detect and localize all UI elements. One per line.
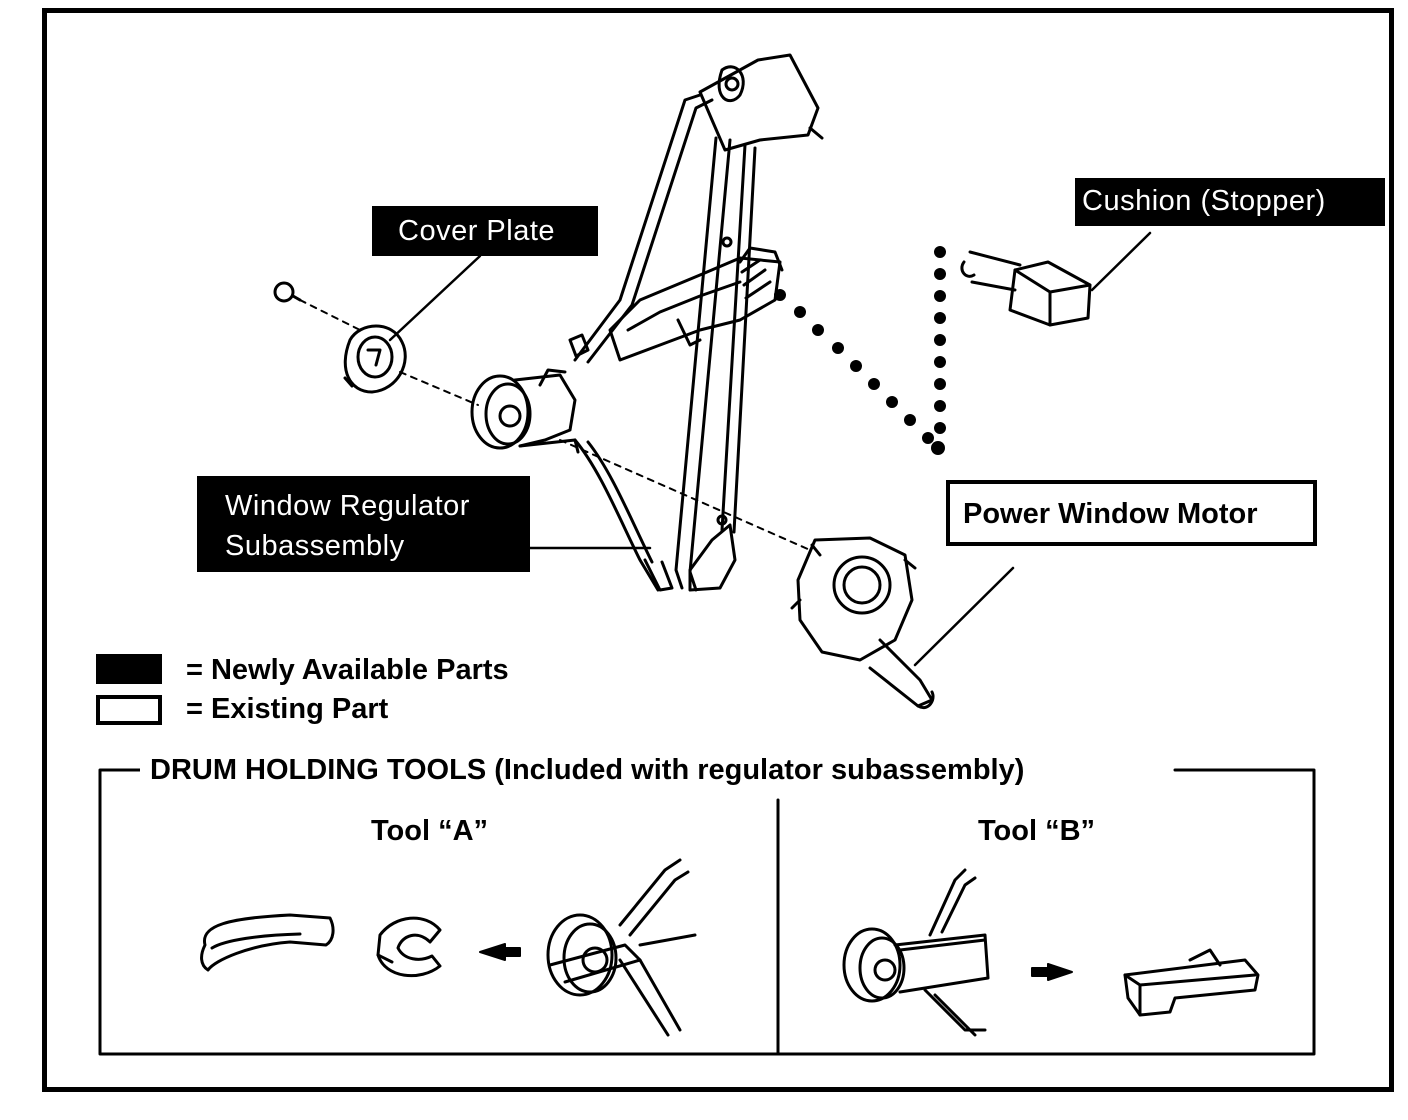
window-regulator-label-line2: Subassembly xyxy=(225,530,405,562)
tool-b-drawing xyxy=(842,868,1260,1037)
tool-a-title: Tool “A” xyxy=(371,815,489,847)
legend-new-parts: = Newly Available Parts xyxy=(186,654,509,686)
cushion-label-text: Cushion (Stopper) xyxy=(1082,185,1326,217)
drum-holding-tools-title: DRUM HOLDING TOOLS (Included with regula… xyxy=(140,754,1035,787)
tool-b-title: Tool “B” xyxy=(978,815,1096,847)
leader-lines xyxy=(388,231,1152,667)
legend-swatch-new xyxy=(96,654,162,684)
cover-plate-drawing xyxy=(273,281,407,394)
tools-box xyxy=(98,768,1316,1056)
cushion-dotted-path xyxy=(774,246,946,455)
assembly-dashed-lines xyxy=(299,299,811,551)
cushion-stopper-drawing xyxy=(960,250,1092,327)
power-window-motor-label: Power Window Motor xyxy=(946,480,1317,546)
window-regulator-label: Window Regulator Subassembly xyxy=(197,476,530,572)
cover-plate-label-text: Cover Plate xyxy=(398,215,556,247)
cushion-label: Cushion (Stopper) xyxy=(1075,178,1385,226)
window-regulator-label-line1: Window Regulator xyxy=(225,490,470,522)
tool-a-drawing xyxy=(200,858,697,1037)
cover-plate-label: Cover Plate xyxy=(372,206,598,256)
legend-existing-part: = Existing Part xyxy=(186,693,389,725)
regulator-drum-drawing xyxy=(470,368,580,454)
diagram-frame xyxy=(42,8,1394,1092)
power-window-motor-drawing xyxy=(790,536,935,709)
legend-swatch-existing xyxy=(96,695,162,725)
window-regulator-drawing xyxy=(568,53,824,592)
power-window-motor-label-text: Power Window Motor xyxy=(963,498,1258,530)
